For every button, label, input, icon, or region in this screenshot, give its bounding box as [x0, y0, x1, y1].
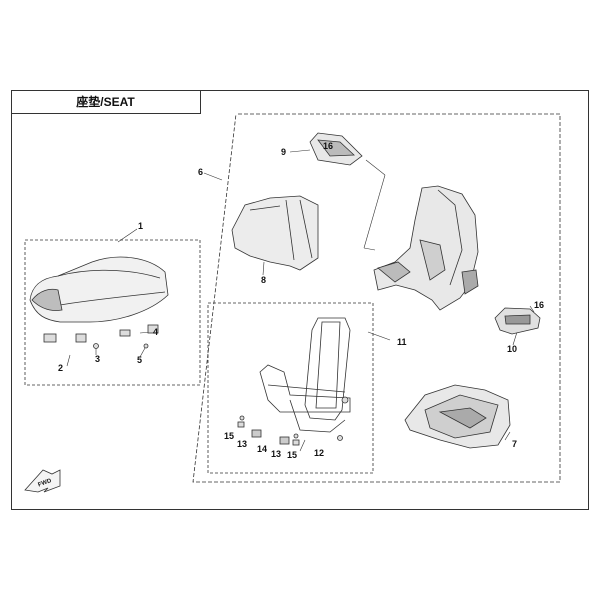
callout-10: 10 — [507, 344, 518, 354]
callout-14: 14 — [257, 444, 268, 454]
diagram-title: 座垫/SEAT — [11, 90, 201, 114]
callout-8: 8 — [261, 275, 267, 285]
callout-11: 11 — [397, 337, 407, 347]
callout-6: 6 — [198, 167, 204, 177]
seat-pad-10 — [494, 307, 541, 335]
callout-9: 9 — [281, 147, 287, 157]
callout-7: 7 — [512, 439, 518, 449]
fasteners — [237, 415, 300, 446]
callout-15a: 15 — [224, 431, 235, 441]
seat-back-shell-6 — [373, 185, 479, 311]
seat-base-7 — [404, 384, 511, 449]
callout-1: 1 — [138, 221, 144, 231]
fwd-label: FWD — [37, 478, 53, 489]
group-box-11 — [207, 302, 374, 474]
callout-16b: 16 — [534, 300, 545, 310]
diagram-title-text: 座垫/SEAT — [76, 95, 135, 109]
callout-4: 4 — [153, 327, 159, 337]
callout-13b: 13 — [271, 449, 282, 459]
backrest-pad-8 — [231, 195, 319, 271]
callout-12: 12 — [314, 448, 325, 458]
callout-15b: 15 — [287, 450, 298, 460]
group-box-6 — [192, 113, 561, 483]
seat-frame-11 — [259, 317, 351, 441]
callout-3: 3 — [95, 354, 101, 364]
seat-cushion-part — [29, 256, 169, 349]
callout-5: 5 — [137, 355, 143, 365]
callout-13a: 13 — [237, 439, 248, 449]
group-box-1 — [24, 239, 201, 386]
callout-16a: 16 — [323, 141, 334, 151]
seat-bracket-9 — [309, 132, 363, 166]
callout-2: 2 — [58, 363, 64, 373]
fwd-arrow-icon: FWD — [24, 469, 61, 493]
outer-frame — [11, 90, 589, 510]
